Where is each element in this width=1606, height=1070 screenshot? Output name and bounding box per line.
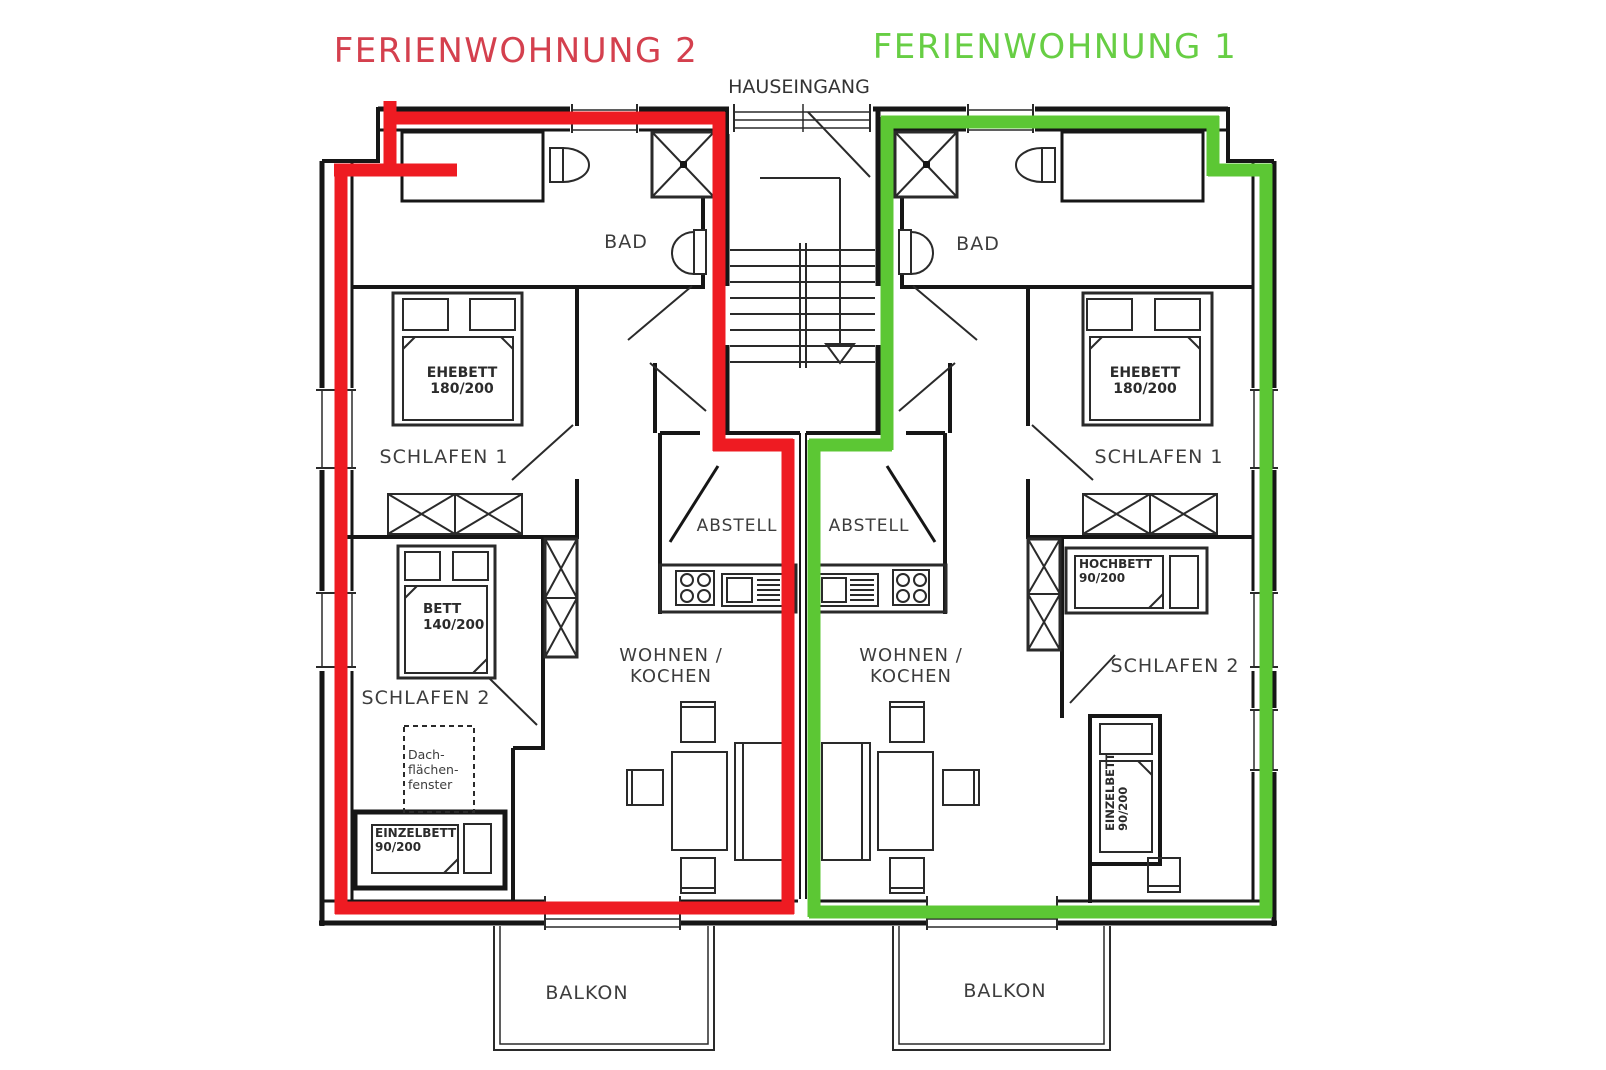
apartment2-bett-label: BETT 140/200 xyxy=(423,601,485,633)
apartment1-ehebett-label: EHEBETT 180/200 xyxy=(1109,364,1181,397)
apartment1-einzelbett-label: EINZELBETT 90/200 xyxy=(1102,753,1130,831)
furniture-apartment2 xyxy=(371,291,784,894)
apartment2-bad-label: BAD xyxy=(604,230,648,253)
sofa-apartment1 xyxy=(821,742,871,861)
apartment2-einzelbett-label: EINZELBETT 90/200 xyxy=(375,826,457,854)
wardrobe-apartment2 xyxy=(387,493,523,535)
ehebett-apartment1 xyxy=(1081,291,1214,427)
apartment2-schlafen1-label: SCHLAFEN 1 xyxy=(379,445,509,468)
hochbett-apartment1 xyxy=(1064,546,1209,615)
apartment2-dachfenster-label: Dach- flächen- fenster xyxy=(408,747,459,792)
shaft-right xyxy=(893,130,959,199)
apartment1-wohnen-label: WOHNEN / KOCHEN xyxy=(859,644,963,687)
kitchens xyxy=(658,563,948,614)
shaft-left xyxy=(650,130,716,199)
balcony-apartment2 xyxy=(493,926,715,1051)
roof-window-apartment2 xyxy=(403,725,475,813)
sofa-apartment2 xyxy=(734,742,784,861)
nightstand-apartment1 xyxy=(1147,857,1181,893)
kitchen-apartment2 xyxy=(658,563,798,614)
closet-column-apartment1 xyxy=(1026,537,1062,652)
einzelbett-apartment2 xyxy=(371,823,492,874)
apartment2-title: FERIENWOHNUNG 2 xyxy=(333,30,699,71)
wardrobe-apartment1 xyxy=(1082,493,1218,535)
apartment1-schlafen2-label: SCHLAFEN 2 xyxy=(1110,654,1240,677)
bath-door-apartment1 xyxy=(898,229,934,275)
bett-apartment2 xyxy=(396,544,497,680)
furniture-apartment1 xyxy=(821,291,1218,894)
apartment1-bad-label: BAD xyxy=(956,232,1000,255)
balconies xyxy=(493,926,1111,1051)
apartment1-balkon-label: BALKON xyxy=(963,979,1047,1002)
dining-set-apartment1 xyxy=(877,701,980,894)
apartment2-wohnen-label: WOHNEN / KOCHEN xyxy=(619,644,723,687)
doors xyxy=(487,229,1116,726)
wc-apartment1 xyxy=(1015,147,1056,183)
apartment1-hochbett-label: HOCHBETT 90/200 xyxy=(1079,557,1153,585)
entrance-label: HAUSEINGANG xyxy=(728,75,870,98)
entrance-opening xyxy=(729,102,873,134)
einzelbett-apartment1 xyxy=(1099,723,1153,853)
apartment2-outline xyxy=(334,101,795,915)
apartment1-outline xyxy=(807,115,1273,919)
entrance-door-swing xyxy=(807,111,871,178)
ehebett-apartment2 xyxy=(391,291,524,427)
apartment2-schlafen2-label: SCHLAFEN 2 xyxy=(361,686,491,709)
stair-arrow-icon xyxy=(824,343,856,365)
bath-fixtures xyxy=(549,147,1056,183)
shafts xyxy=(650,130,959,199)
wc-apartment2 xyxy=(549,147,590,183)
staircase xyxy=(730,111,875,368)
kitchen-apartment1 xyxy=(808,563,948,614)
apartment2-ehebett-label: EHEBETT 180/200 xyxy=(426,364,498,397)
apartment1-title: FERIENWOHNUNG 1 xyxy=(872,26,1238,67)
closet-column-apartment2 xyxy=(543,537,579,659)
windows xyxy=(315,102,1279,930)
bath-door-apartment2 xyxy=(671,229,707,275)
apartment2-balkon-label: BALKON xyxy=(545,981,629,1004)
balcony-apartment1 xyxy=(892,926,1111,1051)
apartment1-abstell-label: ABSTELL xyxy=(828,515,910,536)
apartment1-schlafen1-label: SCHLAFEN 1 xyxy=(1094,445,1224,468)
dining-set-apartment2 xyxy=(626,701,728,894)
apartment2-abstell-label: ABSTELL xyxy=(696,515,778,536)
walls xyxy=(319,106,1277,926)
